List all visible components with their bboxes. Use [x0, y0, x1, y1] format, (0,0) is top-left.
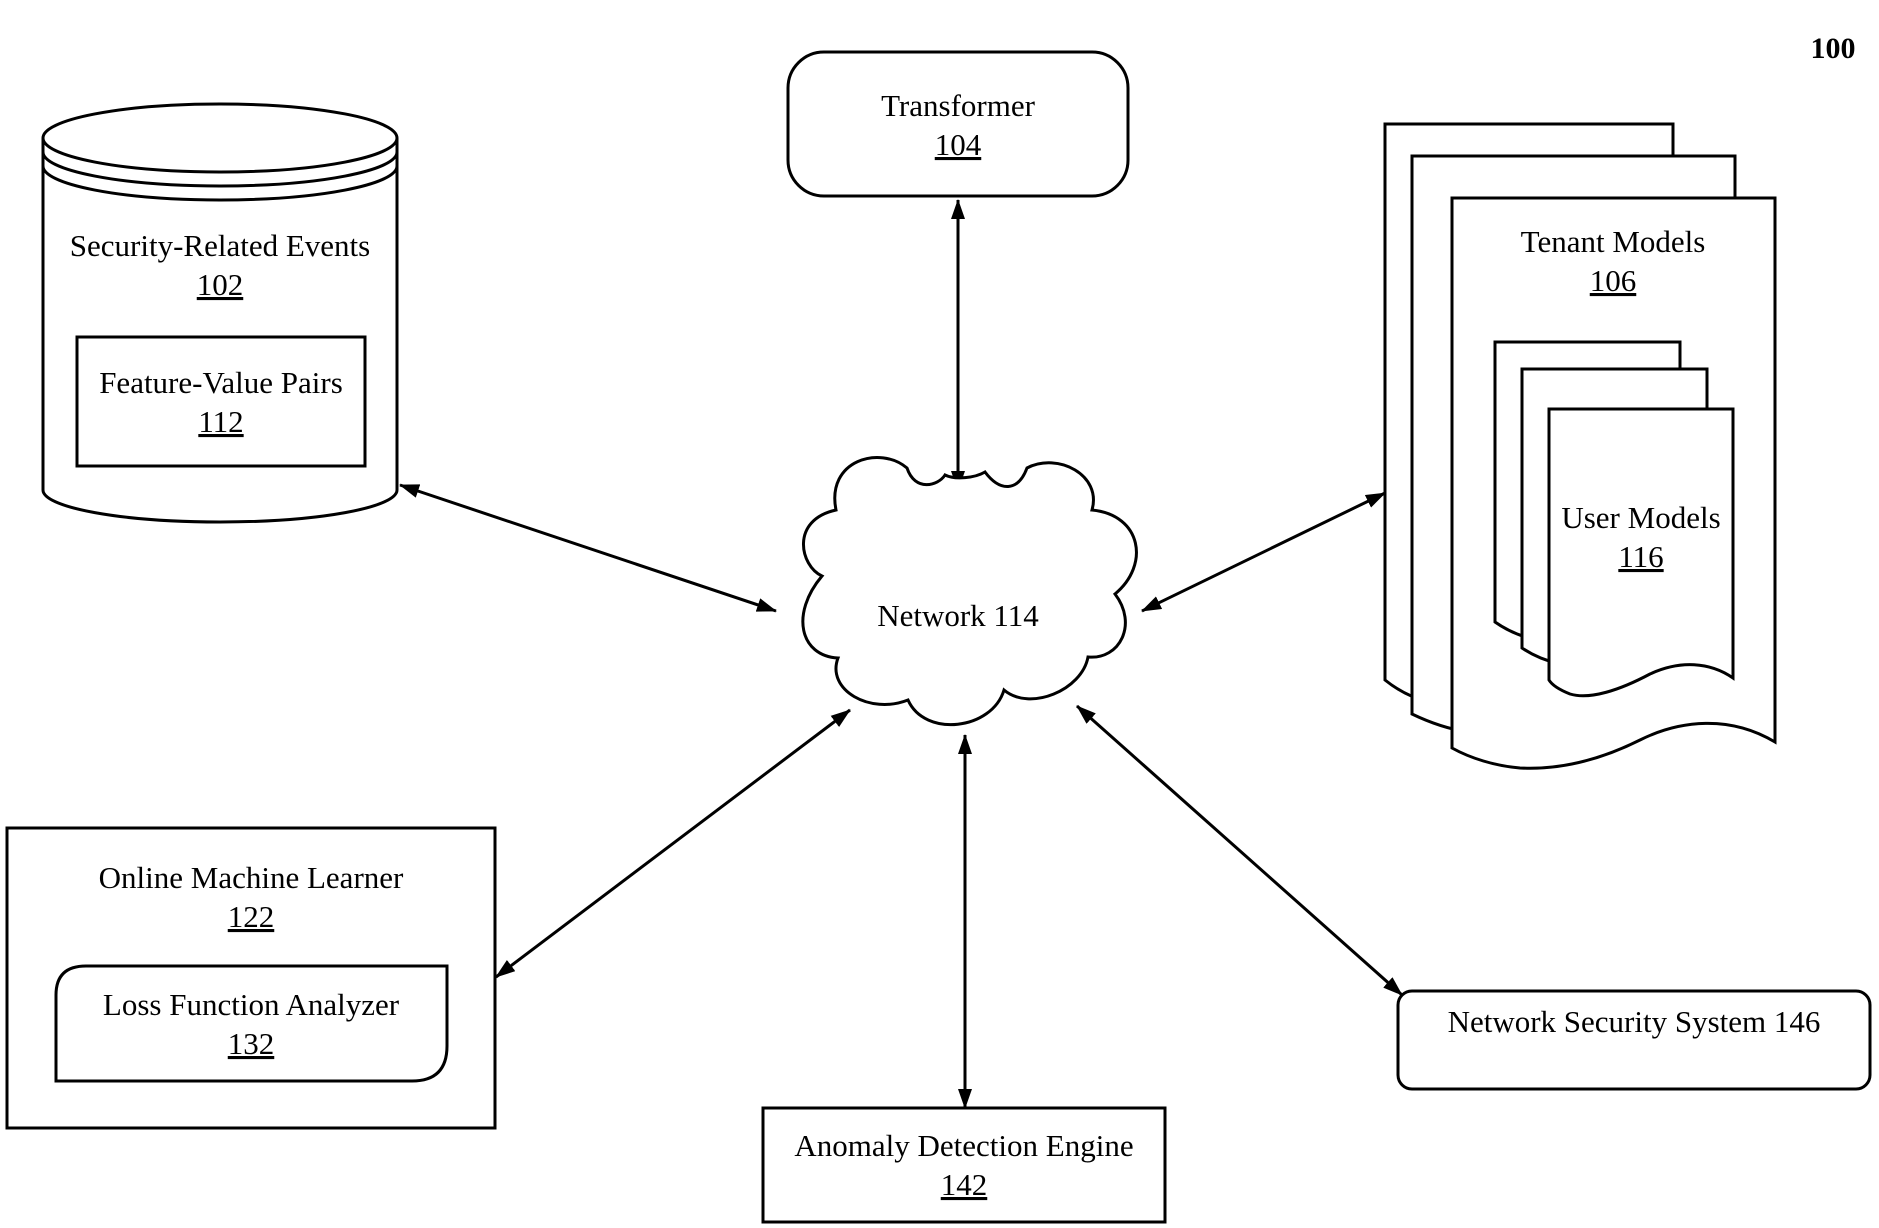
- tenant-models-ref: 106: [1590, 263, 1637, 298]
- tenant-models-stack: Tenant Models 106 User Models 116: [1385, 124, 1775, 768]
- tenant-models-label: Tenant Models: [1521, 224, 1706, 259]
- network-security-system-label: Network Security System 146: [1448, 1004, 1821, 1039]
- anomaly-detection-engine-box: Anomaly Detection Engine 142: [763, 1108, 1165, 1222]
- feature-value-pairs-box: Feature-Value Pairs 112: [77, 337, 365, 466]
- network-cloud: Network 114: [803, 457, 1137, 724]
- network-security-system-box: Network Security System 146: [1398, 991, 1870, 1089]
- network-label: Network 114: [877, 598, 1039, 633]
- figure-number: 100: [1811, 32, 1856, 65]
- transformer-ref: 104: [935, 127, 982, 162]
- anomaly-detection-engine-ref: 142: [941, 1167, 988, 1202]
- connector-network-tenant-models: [1142, 493, 1385, 611]
- connector-network-security-events: [400, 485, 776, 611]
- loss-function-analyzer-ref: 132: [228, 1026, 275, 1061]
- connector-network-security-system: [1077, 706, 1402, 995]
- security-events-ref: 102: [197, 267, 244, 302]
- security-events-label: Security-Related Events: [70, 228, 370, 263]
- loss-function-analyzer-box: Loss Function Analyzer 132: [56, 966, 447, 1081]
- online-machine-learner-box: Online Machine Learner 122 Loss Function…: [7, 828, 495, 1128]
- user-models-label: User Models: [1561, 500, 1720, 535]
- online-machine-learner-ref: 122: [228, 899, 275, 934]
- transformer-box: Transformer 104: [788, 52, 1128, 196]
- loss-function-analyzer-label: Loss Function Analyzer: [103, 987, 400, 1022]
- anomaly-detection-engine-label: Anomaly Detection Engine: [794, 1128, 1133, 1163]
- transformer-label: Transformer: [881, 88, 1036, 123]
- user-models-ref: 116: [1618, 539, 1663, 574]
- feature-value-pairs-ref: 112: [198, 404, 243, 439]
- security-events-database: Security-Related Events 102 Feature-Valu…: [43, 104, 397, 522]
- user-models-stack: User Models 116: [1495, 342, 1733, 696]
- feature-value-pairs-label: Feature-Value Pairs: [99, 365, 343, 400]
- connector-network-online-machine-learner: [496, 710, 850, 977]
- online-machine-learner-label: Online Machine Learner: [99, 860, 404, 895]
